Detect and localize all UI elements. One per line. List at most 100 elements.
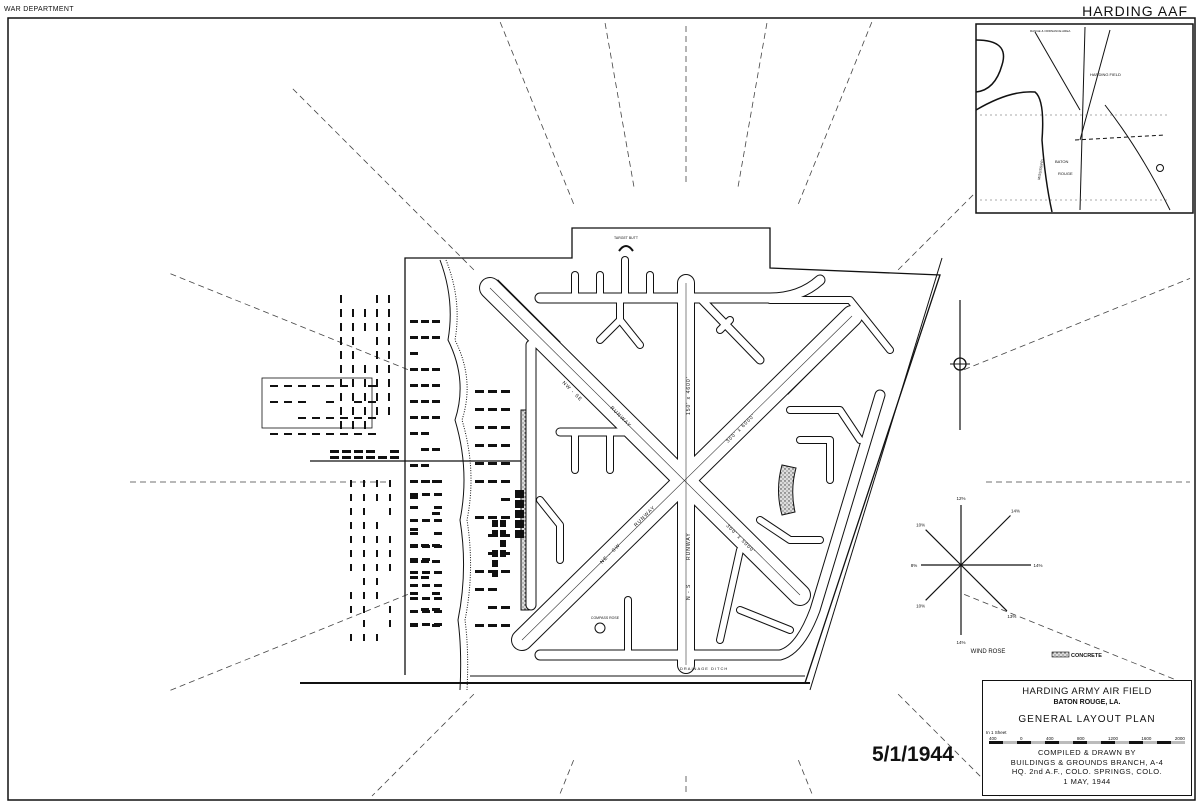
building	[364, 421, 366, 429]
building	[340, 407, 342, 415]
building	[330, 456, 339, 459]
building	[421, 464, 429, 467]
building	[363, 522, 365, 529]
wind-rose-label-n: 12%	[956, 496, 965, 501]
building	[421, 608, 429, 611]
building	[376, 578, 378, 585]
target-butt-label: TARGET BUTT	[614, 236, 639, 240]
building	[388, 309, 390, 317]
concrete-legend-label: CONCRETE	[1071, 653, 1102, 659]
building	[340, 433, 348, 435]
building	[342, 456, 351, 459]
building	[515, 530, 524, 538]
building	[326, 433, 334, 435]
building	[421, 336, 429, 339]
building	[475, 390, 484, 393]
building	[432, 336, 440, 339]
building	[376, 323, 378, 331]
building	[366, 456, 375, 459]
approach-zone-lines	[126, 21, 1191, 797]
building	[488, 408, 497, 411]
building	[364, 365, 366, 373]
building	[340, 295, 342, 303]
building	[352, 351, 354, 359]
building	[421, 384, 429, 387]
scale-tick: 0	[1019, 736, 1023, 741]
building	[432, 608, 440, 611]
building	[501, 624, 510, 627]
building	[352, 323, 354, 331]
building	[352, 309, 354, 317]
building	[389, 508, 391, 515]
creek-bank	[445, 259, 472, 691]
building	[475, 426, 484, 429]
building	[475, 516, 484, 519]
building	[475, 444, 484, 447]
building	[475, 408, 484, 411]
building	[410, 584, 418, 587]
building	[422, 545, 430, 548]
building	[432, 384, 440, 387]
plan-date: 1 MAY, 1944	[1063, 776, 1111, 786]
field-name: HARDING ARMY AIR FIELD	[1022, 686, 1152, 697]
building	[434, 519, 442, 522]
building	[388, 295, 390, 303]
building	[501, 498, 510, 501]
building	[340, 385, 348, 387]
approach-zone-line	[289, 85, 475, 271]
building	[422, 623, 430, 626]
building	[434, 584, 442, 587]
taxiway-stub	[617, 317, 643, 348]
building	[284, 401, 292, 403]
compass-rose-circle	[594, 622, 606, 634]
building	[352, 365, 354, 373]
approach-zone-line	[499, 21, 574, 204]
building	[421, 560, 429, 563]
building	[492, 570, 498, 577]
building	[312, 385, 320, 387]
building	[376, 351, 378, 359]
building	[350, 536, 352, 543]
building	[340, 379, 342, 387]
building	[389, 620, 391, 627]
building	[363, 564, 365, 571]
wind-rose-spoke-sw	[925, 564, 962, 601]
building	[340, 417, 348, 419]
cantonment-area-outline	[261, 377, 373, 429]
building	[350, 634, 352, 641]
building	[376, 365, 378, 373]
approach-zone-line	[737, 21, 768, 187]
target-butt-shape	[618, 245, 634, 252]
building	[410, 558, 418, 561]
building	[434, 493, 442, 496]
building	[363, 606, 365, 613]
building	[376, 309, 378, 317]
building	[376, 536, 378, 543]
approach-zone-line	[166, 271, 408, 370]
building	[421, 368, 429, 371]
building	[410, 384, 418, 387]
building	[515, 490, 524, 498]
inset-river-label: MISSISSIPPI	[1037, 159, 1045, 180]
building	[376, 592, 378, 599]
building	[410, 592, 418, 595]
building	[488, 462, 497, 465]
building	[432, 368, 440, 371]
building	[270, 385, 278, 387]
building	[376, 522, 378, 529]
building	[410, 528, 418, 531]
building	[501, 480, 510, 483]
building	[500, 550, 506, 557]
building	[388, 379, 390, 387]
building	[363, 508, 365, 515]
building	[488, 390, 497, 393]
building	[388, 393, 390, 401]
wind-rose-label-w: 8%	[911, 563, 918, 568]
building	[376, 379, 378, 387]
building	[389, 480, 391, 487]
approach-zone-line	[964, 594, 1191, 687]
building	[475, 624, 484, 627]
building	[488, 606, 497, 609]
wind-rose-label-e: 14%	[1033, 563, 1042, 568]
